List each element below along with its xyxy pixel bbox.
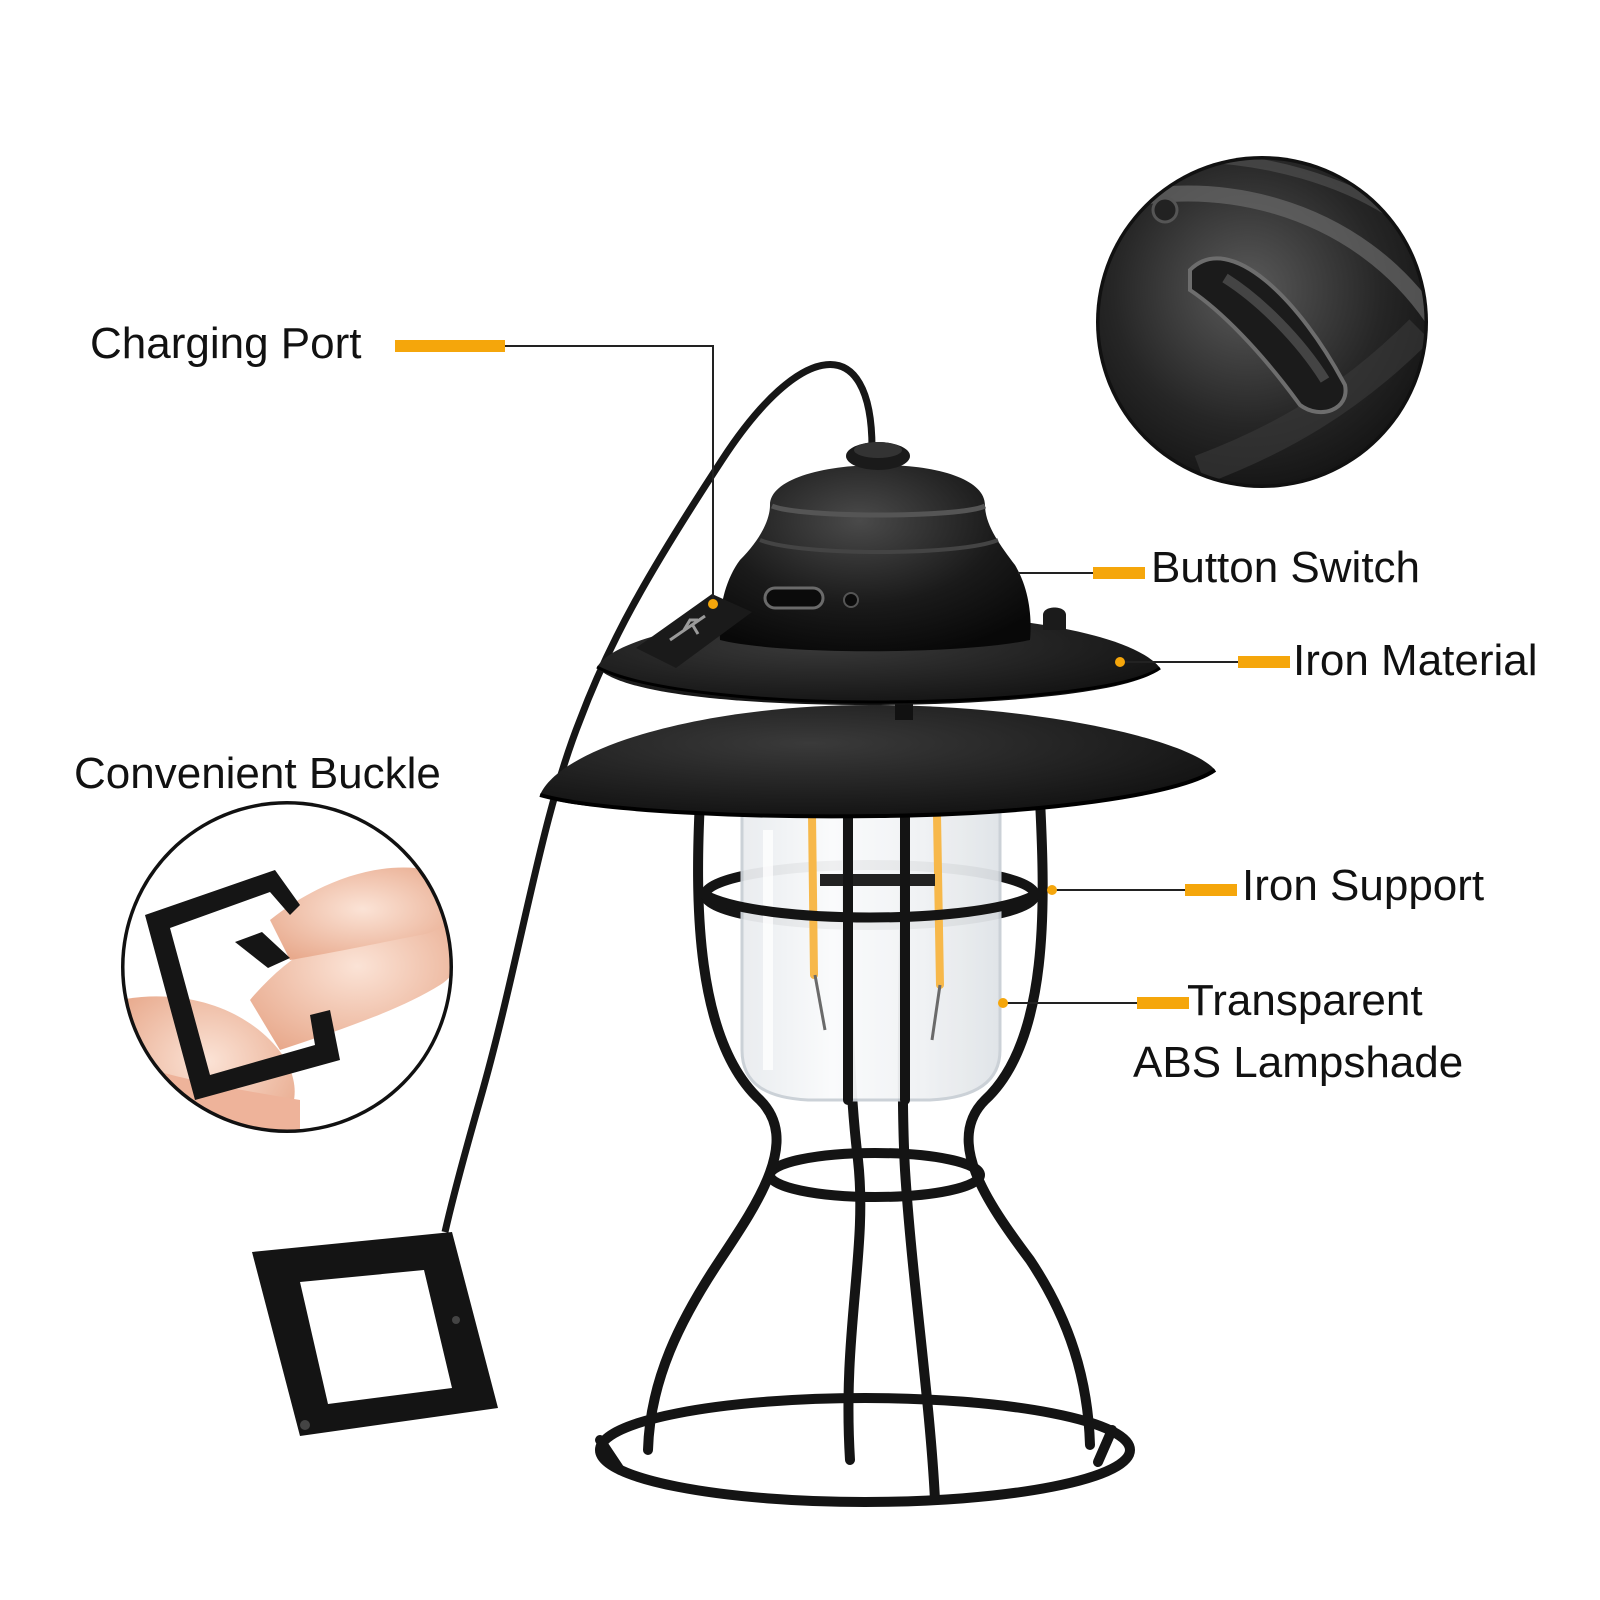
accent-bars [395,340,1290,1009]
usb-icon [669,614,706,642]
buckle-zoom [121,801,453,1133]
label-lampshade-line1: Transparent [1187,976,1423,1025]
leader-lines [500,345,1238,1004]
lower-shade [539,705,1217,819]
label-lampshade-line2: ABS Lampshade [1133,1038,1464,1087]
button-switch-zoom [1096,156,1428,488]
top-dome [636,442,1031,668]
buckle-icon [145,870,340,1100]
cord [441,361,876,1233]
buckle [252,1232,498,1436]
lampshade [740,808,1002,1102]
label-iron-material: Iron Material [1293,636,1538,685]
label-button-switch: Button Switch [1151,543,1421,592]
leader-dots [708,599,1125,1008]
label-charging-port: Charging Port [90,319,362,368]
label-convenient-buckle: Convenient Buckle [74,749,441,798]
label-iron-support: Iron Support [1242,861,1485,910]
